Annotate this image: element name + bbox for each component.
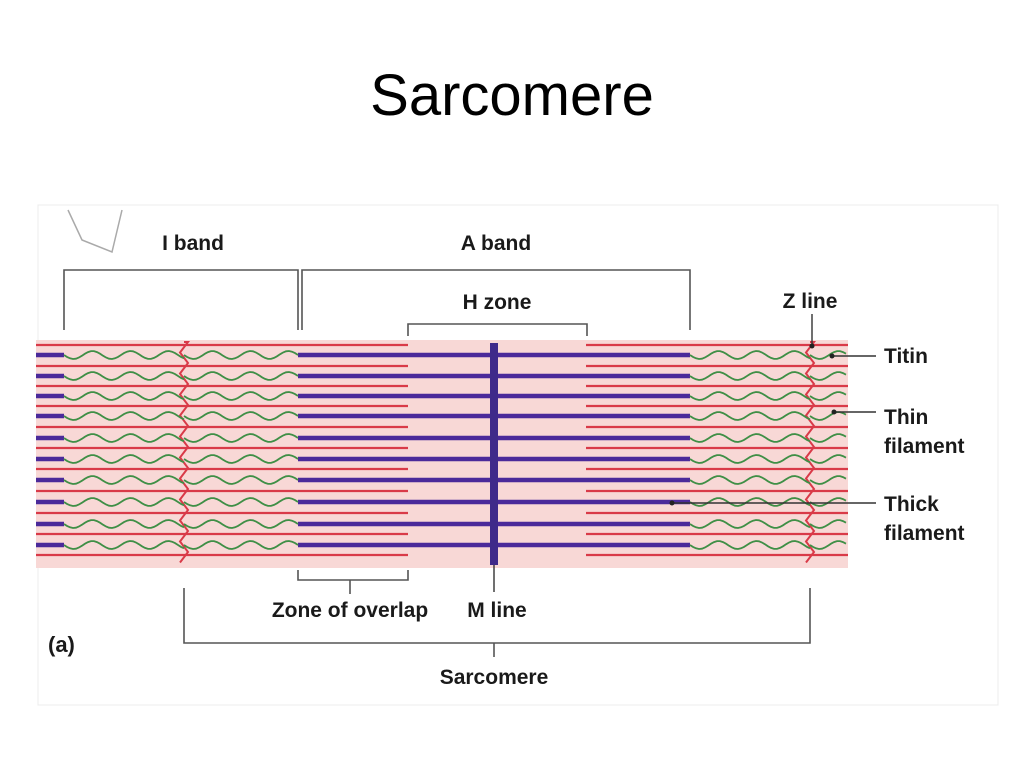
titin-spring xyxy=(809,454,847,464)
thick-filament-label-2: filament xyxy=(884,522,965,545)
titin-spring xyxy=(689,454,811,464)
titin-label: Titin xyxy=(884,345,928,368)
titin-spring xyxy=(689,433,811,443)
titin-spring xyxy=(183,519,299,529)
titin-spring xyxy=(63,433,185,443)
titin-spring xyxy=(183,433,299,443)
titin-spring xyxy=(183,540,299,550)
titin-spring xyxy=(809,519,847,529)
thick-filament-label: Thick xyxy=(884,493,939,516)
thin-filament-label-2: filament xyxy=(884,435,965,458)
titin-spring xyxy=(183,475,299,485)
titin-spring xyxy=(183,454,299,464)
titin-spring xyxy=(63,475,185,485)
titin-spring xyxy=(809,350,847,360)
z-line-label: Z line xyxy=(783,290,838,313)
sarcomere-label: Sarcomere xyxy=(440,666,549,689)
titin-spring xyxy=(63,371,185,381)
titin-spring xyxy=(183,497,299,507)
filament-group xyxy=(36,341,848,564)
i-band-label: I band xyxy=(162,232,224,255)
titin-spring xyxy=(809,540,847,550)
zone-of-overlap-label: Zone of overlap xyxy=(272,599,428,622)
titin-spring xyxy=(183,411,299,421)
titin-spring xyxy=(63,411,185,421)
titin-spring xyxy=(183,391,299,401)
h-zone-label: H zone xyxy=(463,291,532,314)
i-band-bracket xyxy=(63,269,299,330)
a-band-label: A band xyxy=(461,232,531,255)
titin-spring xyxy=(689,519,811,529)
m-line-bar xyxy=(490,343,498,565)
titin-spring xyxy=(63,540,185,550)
titin-spring xyxy=(183,371,299,381)
thick-filament-dot xyxy=(669,500,675,506)
h-zone-bracket xyxy=(407,323,588,336)
corner-mark-icon xyxy=(67,209,123,254)
titin-spring xyxy=(809,371,847,381)
titin-spring xyxy=(63,519,185,529)
titin-spring xyxy=(689,391,811,401)
titin-spring xyxy=(809,433,847,443)
titin-spring xyxy=(63,350,185,360)
m-line-label: M line xyxy=(467,599,527,622)
sarcomere-bracket xyxy=(183,588,811,644)
a-band-bracket xyxy=(301,269,691,330)
thin-filament-label: Thin xyxy=(884,406,928,429)
titin-spring xyxy=(689,371,811,381)
titin-spring xyxy=(689,411,811,421)
titin-spring xyxy=(689,475,811,485)
titin-dot xyxy=(829,353,835,359)
titin-spring xyxy=(689,540,811,550)
titin-spring xyxy=(183,350,299,360)
titin-spring xyxy=(63,454,185,464)
titin-spring xyxy=(63,391,185,401)
titin-spring xyxy=(689,350,811,360)
zone-of-overlap-bracket xyxy=(297,570,409,581)
slide-title: Sarcomere xyxy=(370,63,654,128)
titin-spring xyxy=(689,497,811,507)
titin-spring xyxy=(63,497,185,507)
z-line-dot xyxy=(809,343,815,349)
titin-spring xyxy=(809,475,847,485)
titin-spring xyxy=(809,391,847,401)
panel-label: (a) xyxy=(48,632,75,657)
thin-filament-dot xyxy=(831,409,837,415)
